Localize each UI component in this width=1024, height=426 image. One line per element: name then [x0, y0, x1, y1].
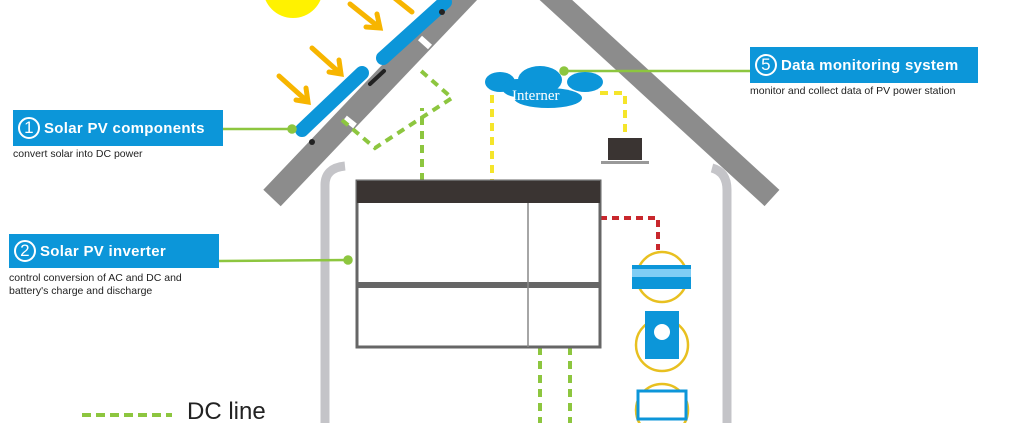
label-description: convert solar into DC power [13, 148, 143, 160]
number-badge: 5 [755, 54, 777, 76]
label-data-monitoring-system: 5 Data monitoring system [750, 47, 978, 83]
description-line: control conversion of AC and DC and [9, 272, 182, 284]
monitor-icon [634, 382, 690, 423]
internet-cloud-icon [485, 66, 603, 108]
laptop-icon [601, 138, 649, 164]
label-title: Data monitoring system [781, 56, 959, 74]
data-lines [490, 91, 627, 181]
house-wall-right [710, 163, 732, 423]
label-description: monitor and collect data of PV power sta… [750, 85, 956, 97]
sun-icon [265, 0, 321, 18]
inverter-cabinet [355, 179, 602, 349]
number-badge: 2 [14, 240, 36, 262]
socket-icon [634, 311, 690, 373]
label-solar-pv-components: 1 Solar PV components [13, 110, 223, 146]
dc-lines [340, 68, 572, 423]
label-title: Solar PV inverter [40, 242, 166, 260]
label-description: control conversion of AC and DC and batt… [9, 272, 182, 298]
dc-line-legend-label: DC line [187, 398, 266, 425]
ac-line [600, 216, 660, 250]
label-title: Solar PV components [44, 119, 205, 137]
solar-panel [295, 66, 369, 137]
roof-right [539, 0, 780, 207]
description-line: battery's charge and discharge [9, 285, 153, 297]
house-wall-left [320, 161, 346, 423]
label-solar-pv-inverter: 2 Solar PV inverter [9, 234, 219, 268]
internet-label: Interner [512, 88, 560, 104]
solar-panel [376, 0, 452, 65]
sun-ray-arrows [276, 0, 415, 106]
number-badge: 1 [18, 117, 40, 139]
roof-left [263, 0, 478, 207]
meter-icon [632, 250, 691, 304]
